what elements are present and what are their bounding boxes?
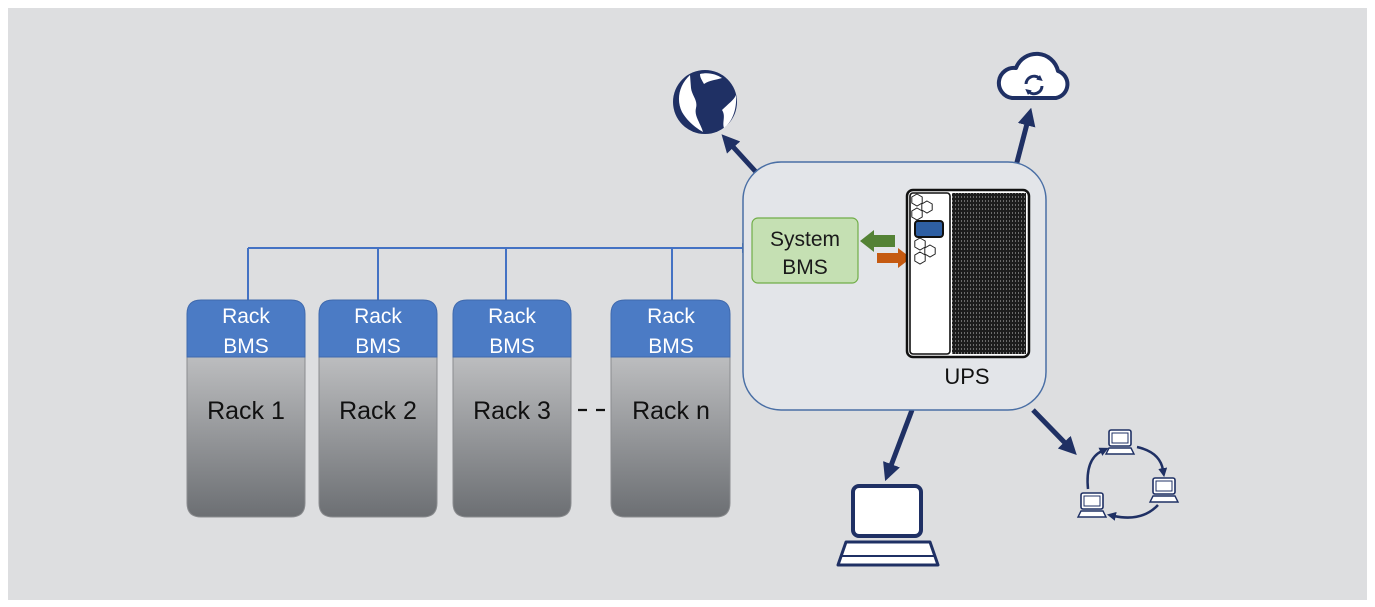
ups-hexagon-pattern <box>911 193 936 265</box>
computer-keyboard <box>836 540 940 567</box>
rack-body <box>318 356 438 518</box>
node-base <box>1104 447 1136 455</box>
rack-label: Rack 1 <box>207 397 285 425</box>
rack-bms-title: Rack <box>488 305 536 328</box>
ups-label: UPS <box>944 364 989 389</box>
node-monitor <box>1080 492 1104 510</box>
network-arrow-left-to-top <box>1086 447 1109 490</box>
node-screen <box>1083 495 1101 507</box>
ups-cabinet: UPS <box>905 188 1031 389</box>
hexagon <box>921 200 933 214</box>
rack-bms-module <box>452 299 572 358</box>
computer-icon <box>836 484 940 567</box>
rack-2: Rack BMS Rack 2 <box>318 299 438 518</box>
rack-3: Rack BMS Rack 3 <box>452 299 572 518</box>
arrow-ups-to-system-bms <box>860 230 895 252</box>
arrow-system-bms-to-ups <box>877 248 911 268</box>
rack-body <box>610 356 731 518</box>
rack-n: Rack BMS Rack n <box>610 299 731 518</box>
rack-bms-subtitle: BMS <box>648 335 694 358</box>
arrow-to-cloud <box>1013 107 1036 167</box>
cloud-sync-icon <box>996 51 1070 100</box>
network-icon <box>1076 429 1180 521</box>
node-monitor <box>1152 477 1176 495</box>
network-arrow-right-to-left <box>1106 504 1159 521</box>
hexagon <box>911 193 923 207</box>
node-base <box>1076 510 1108 518</box>
sync-arrow-upper <box>1024 74 1043 85</box>
rack-1: Rack BMS Rack 1 <box>186 299 306 518</box>
rack-bms-title: Rack <box>647 305 695 328</box>
node-screen <box>1155 480 1173 492</box>
ups-vent-mesh <box>952 193 1026 354</box>
hexagon <box>911 207 923 221</box>
rack-bms-module <box>610 299 731 358</box>
rack-bms-subtitle: BMS <box>355 335 401 358</box>
globe-icon <box>673 70 737 134</box>
globe-ocean-west <box>678 75 703 132</box>
system-bms-line1: System <box>770 228 840 251</box>
communication-bus <box>247 243 752 300</box>
rack-bms-subtitle: BMS <box>489 335 535 358</box>
node-monitor <box>1108 429 1132 447</box>
ups-display <box>914 220 944 238</box>
rack-bms-module <box>318 299 438 358</box>
node-base <box>1148 495 1180 503</box>
arrow-to-network <box>1031 408 1077 456</box>
rack-bms-module <box>186 299 306 358</box>
rack-label: Rack 3 <box>473 397 551 425</box>
rack-body <box>452 356 572 518</box>
globe-ocean-east <box>722 95 737 128</box>
hexagon <box>914 237 926 251</box>
system-bms-line2: BMS <box>782 256 828 279</box>
network-node-top <box>1104 429 1136 455</box>
globe-ocean-north <box>700 73 722 84</box>
hexagon <box>924 244 936 258</box>
ups-front-panel <box>909 192 951 355</box>
node-screen <box>1111 432 1129 444</box>
sync-arrow-lower <box>1025 85 1044 96</box>
network-arrow-top-to-right <box>1136 445 1168 478</box>
hexagon <box>914 251 926 265</box>
arrow-to-globe <box>721 134 758 174</box>
rack-body <box>186 356 306 518</box>
system-bms-box <box>751 217 859 284</box>
rack-bms-title: Rack <box>354 305 402 328</box>
rack-label: Rack n <box>632 397 710 425</box>
network-node-right <box>1148 477 1180 503</box>
network-node-left <box>1076 492 1108 518</box>
system-bms: System BMS <box>751 217 859 284</box>
arrow-to-computer <box>883 409 915 482</box>
rack-label: Rack 2 <box>339 397 417 425</box>
rack-bms-subtitle: BMS <box>223 335 269 358</box>
rack-bms-title: Rack <box>222 305 270 328</box>
computer-monitor <box>851 484 923 538</box>
